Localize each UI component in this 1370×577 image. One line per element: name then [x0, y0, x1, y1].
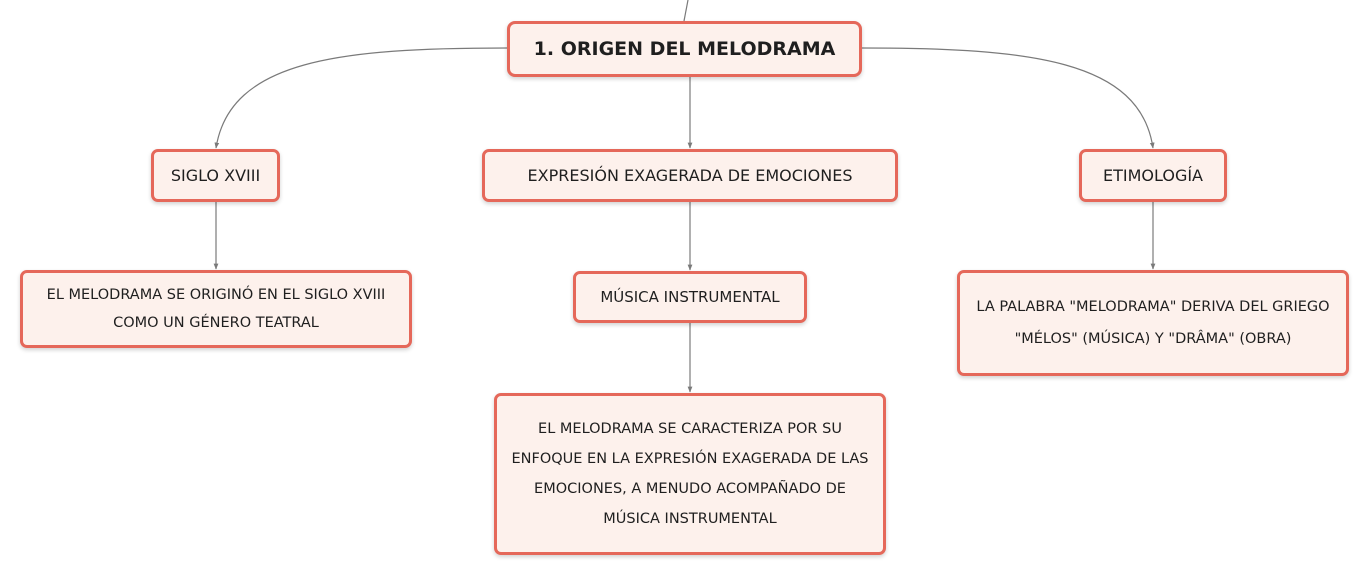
node-siglo-detail-text: EL MELODRAMA SE ORIGINÓ EN EL SIGLO XVII… — [46, 287, 386, 331]
node-siglo-xviii-label: SIGLO XVIII — [170, 166, 261, 185]
node-etimologia-label: ETIMOLOGÍA — [1103, 166, 1203, 185]
node-etimologia-detail[interactable]: LA PALABRA "MELODRAMA" DERIVA DEL GRIEGO… — [957, 270, 1349, 376]
node-expresion-exagerada[interactable]: EXPRESIÓN EXAGERADA DE EMOCIONES — [482, 149, 898, 202]
connector-root-etimologia — [861, 47, 1155, 149]
root-node-label: 1. ORIGEN DEL MELODRAMA — [533, 38, 836, 60]
node-expresion-detail[interactable]: EL MELODRAMA SE CARACTERIZA POR SU ENFOQ… — [494, 393, 886, 555]
node-expresion-detail-text: EL MELODRAMA SE CARACTERIZA POR SU ENFOQ… — [511, 421, 869, 527]
node-siglo-xviii[interactable]: SIGLO XVIII — [151, 149, 280, 202]
node-siglo-detail[interactable]: EL MELODRAMA SE ORIGINÓ EN EL SIGLO XVII… — [20, 270, 412, 348]
connector-parent-root — [683, 0, 689, 22]
node-musica-instrumental[interactable]: MÚSICA INSTRUMENTAL — [573, 271, 807, 323]
node-etimologia-detail-text: LA PALABRA "MELODRAMA" DERIVA DEL GRIEGO… — [976, 299, 1330, 347]
node-etimologia[interactable]: ETIMOLOGÍA — [1079, 149, 1227, 202]
node-expresion-exagerada-label: EXPRESIÓN EXAGERADA DE EMOCIONES — [527, 166, 853, 185]
root-node[interactable]: 1. ORIGEN DEL MELODRAMA — [507, 21, 862, 77]
node-musica-instrumental-label: MÚSICA INSTRUMENTAL — [600, 288, 780, 306]
connector-root-siglo — [214, 47, 508, 149]
